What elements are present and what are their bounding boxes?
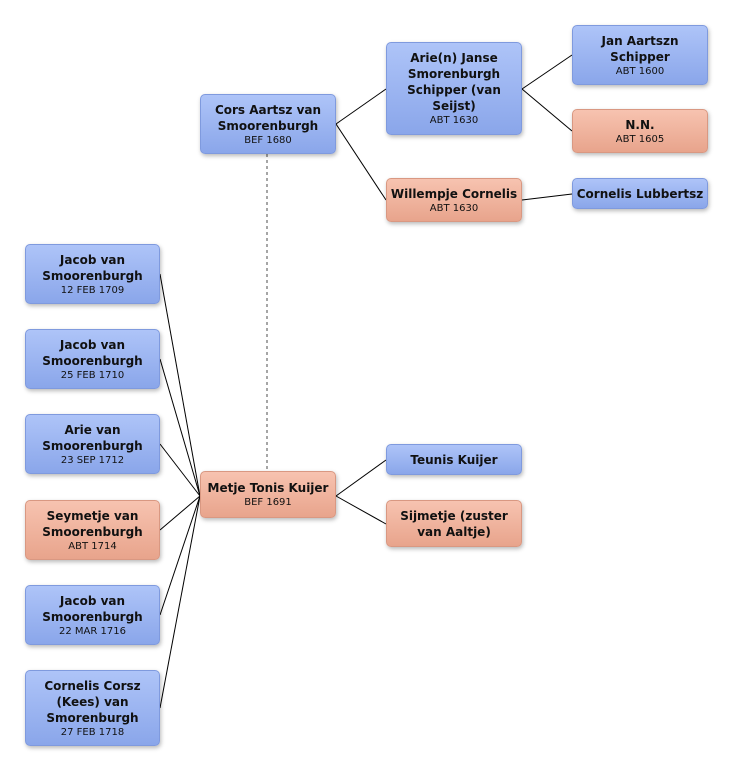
person-willempje-cornelis[interactable]: Willempje Cornelis ABT 1630 [386, 178, 522, 222]
person-jan-aartszn[interactable]: Jan Aartszn Schipper ABT 1600 [572, 25, 708, 85]
person-date: BEF 1680 [244, 134, 292, 146]
person-name: Jacob van Smoorenburgh [42, 337, 143, 368]
connector-child-jacob2 [159, 358, 201, 497]
person-name: N.N. [625, 117, 655, 132]
person-date: ABT 1600 [615, 65, 665, 77]
person-cors-aartsz[interactable]: Cors Aartsz van Smoorenburgh BEF 1680 [200, 94, 336, 154]
child-jacob-1716[interactable]: Jacob van Smoorenburgh 22 MAR 1716 [25, 585, 160, 645]
person-name: Jacob van Smoorenburgh [42, 593, 143, 624]
person-date: ABT 1605 [615, 133, 665, 145]
person-name: Seymetje van Smoorenburgh [42, 508, 143, 539]
connector-arie-janse-nn [521, 88, 573, 132]
connector-willempje-cornelis [521, 193, 573, 201]
person-nn[interactable]: N.N. ABT 1605 [572, 109, 708, 153]
person-date: ABT 1630 [429, 115, 479, 126]
child-cornelis-1718[interactable]: Cornelis Corsz (Kees) van Smorenburgh 27… [25, 670, 160, 746]
person-date: 22 MAR 1716 [59, 625, 126, 637]
person-name: Cors Aartsz van Smoorenburgh [214, 102, 322, 133]
person-name: Cornelis Lubbertsz [576, 186, 704, 201]
person-teunis-kuijer[interactable]: Teunis Kuijer [386, 444, 522, 475]
person-name: Jan Aartszn Schipper [601, 33, 679, 64]
connector-metje-sijmetje [335, 495, 387, 525]
connector-cors-arie-janse [335, 88, 387, 125]
child-arie-1712[interactable]: Arie van Smoorenburgh 23 SEP 1712 [25, 414, 160, 474]
person-date: BEF 1691 [244, 497, 292, 508]
connector-metje-teunis [335, 459, 387, 497]
connector-child-jacob3 [159, 495, 201, 616]
person-name: Willempje Cornelis [390, 186, 518, 201]
person-date: ABT 1714 [68, 540, 117, 552]
person-date: 23 SEP 1712 [60, 454, 125, 466]
connector-child-seymetje [159, 495, 201, 531]
person-date: 25 FEB 1710 [60, 369, 125, 381]
connector-child-cornelis [159, 495, 201, 709]
person-name: Arie(n) Janse Smorenburgh Schipper (van … [407, 51, 501, 113]
child-jacob-1709[interactable]: Jacob van Smoorenburgh 12 FEB 1709 [25, 244, 160, 304]
person-name: Teunis Kuijer [410, 452, 498, 467]
person-date: ABT 1630 [429, 202, 479, 214]
child-seymetje-1714[interactable]: Seymetje van Smoorenburgh ABT 1714 [25, 500, 160, 560]
connector-child-arie [159, 443, 201, 497]
person-cornelis-lubbertsz[interactable]: Cornelis Lubbertsz [572, 178, 708, 209]
connector-arie-janse-jan [521, 54, 573, 90]
child-jacob-1710[interactable]: Jacob van Smoorenburgh 25 FEB 1710 [25, 329, 160, 389]
person-metje-tonis[interactable]: Metje Tonis Kuijer BEF 1691 [200, 471, 336, 518]
person-name: Jacob van Smoorenburgh [42, 252, 143, 283]
person-name: Arie van Smoorenburgh [42, 422, 143, 453]
person-arie-janse[interactable]: Arie(n) Janse Smorenburgh Schipper (van … [386, 42, 522, 135]
person-name: Cornelis Corsz (Kees) van Smorenburgh [44, 678, 141, 725]
person-name: Metje Tonis Kuijer [207, 481, 329, 495]
person-date: 12 FEB 1709 [60, 284, 125, 296]
connector-child-jacob1 [159, 273, 201, 497]
person-date: 27 FEB 1718 [60, 726, 125, 738]
connector-cors-willempje [335, 123, 387, 201]
person-name: Sijmetje (zuster van Aaltje) [400, 508, 508, 539]
person-sijmetje[interactable]: Sijmetje (zuster van Aaltje) [386, 500, 522, 547]
